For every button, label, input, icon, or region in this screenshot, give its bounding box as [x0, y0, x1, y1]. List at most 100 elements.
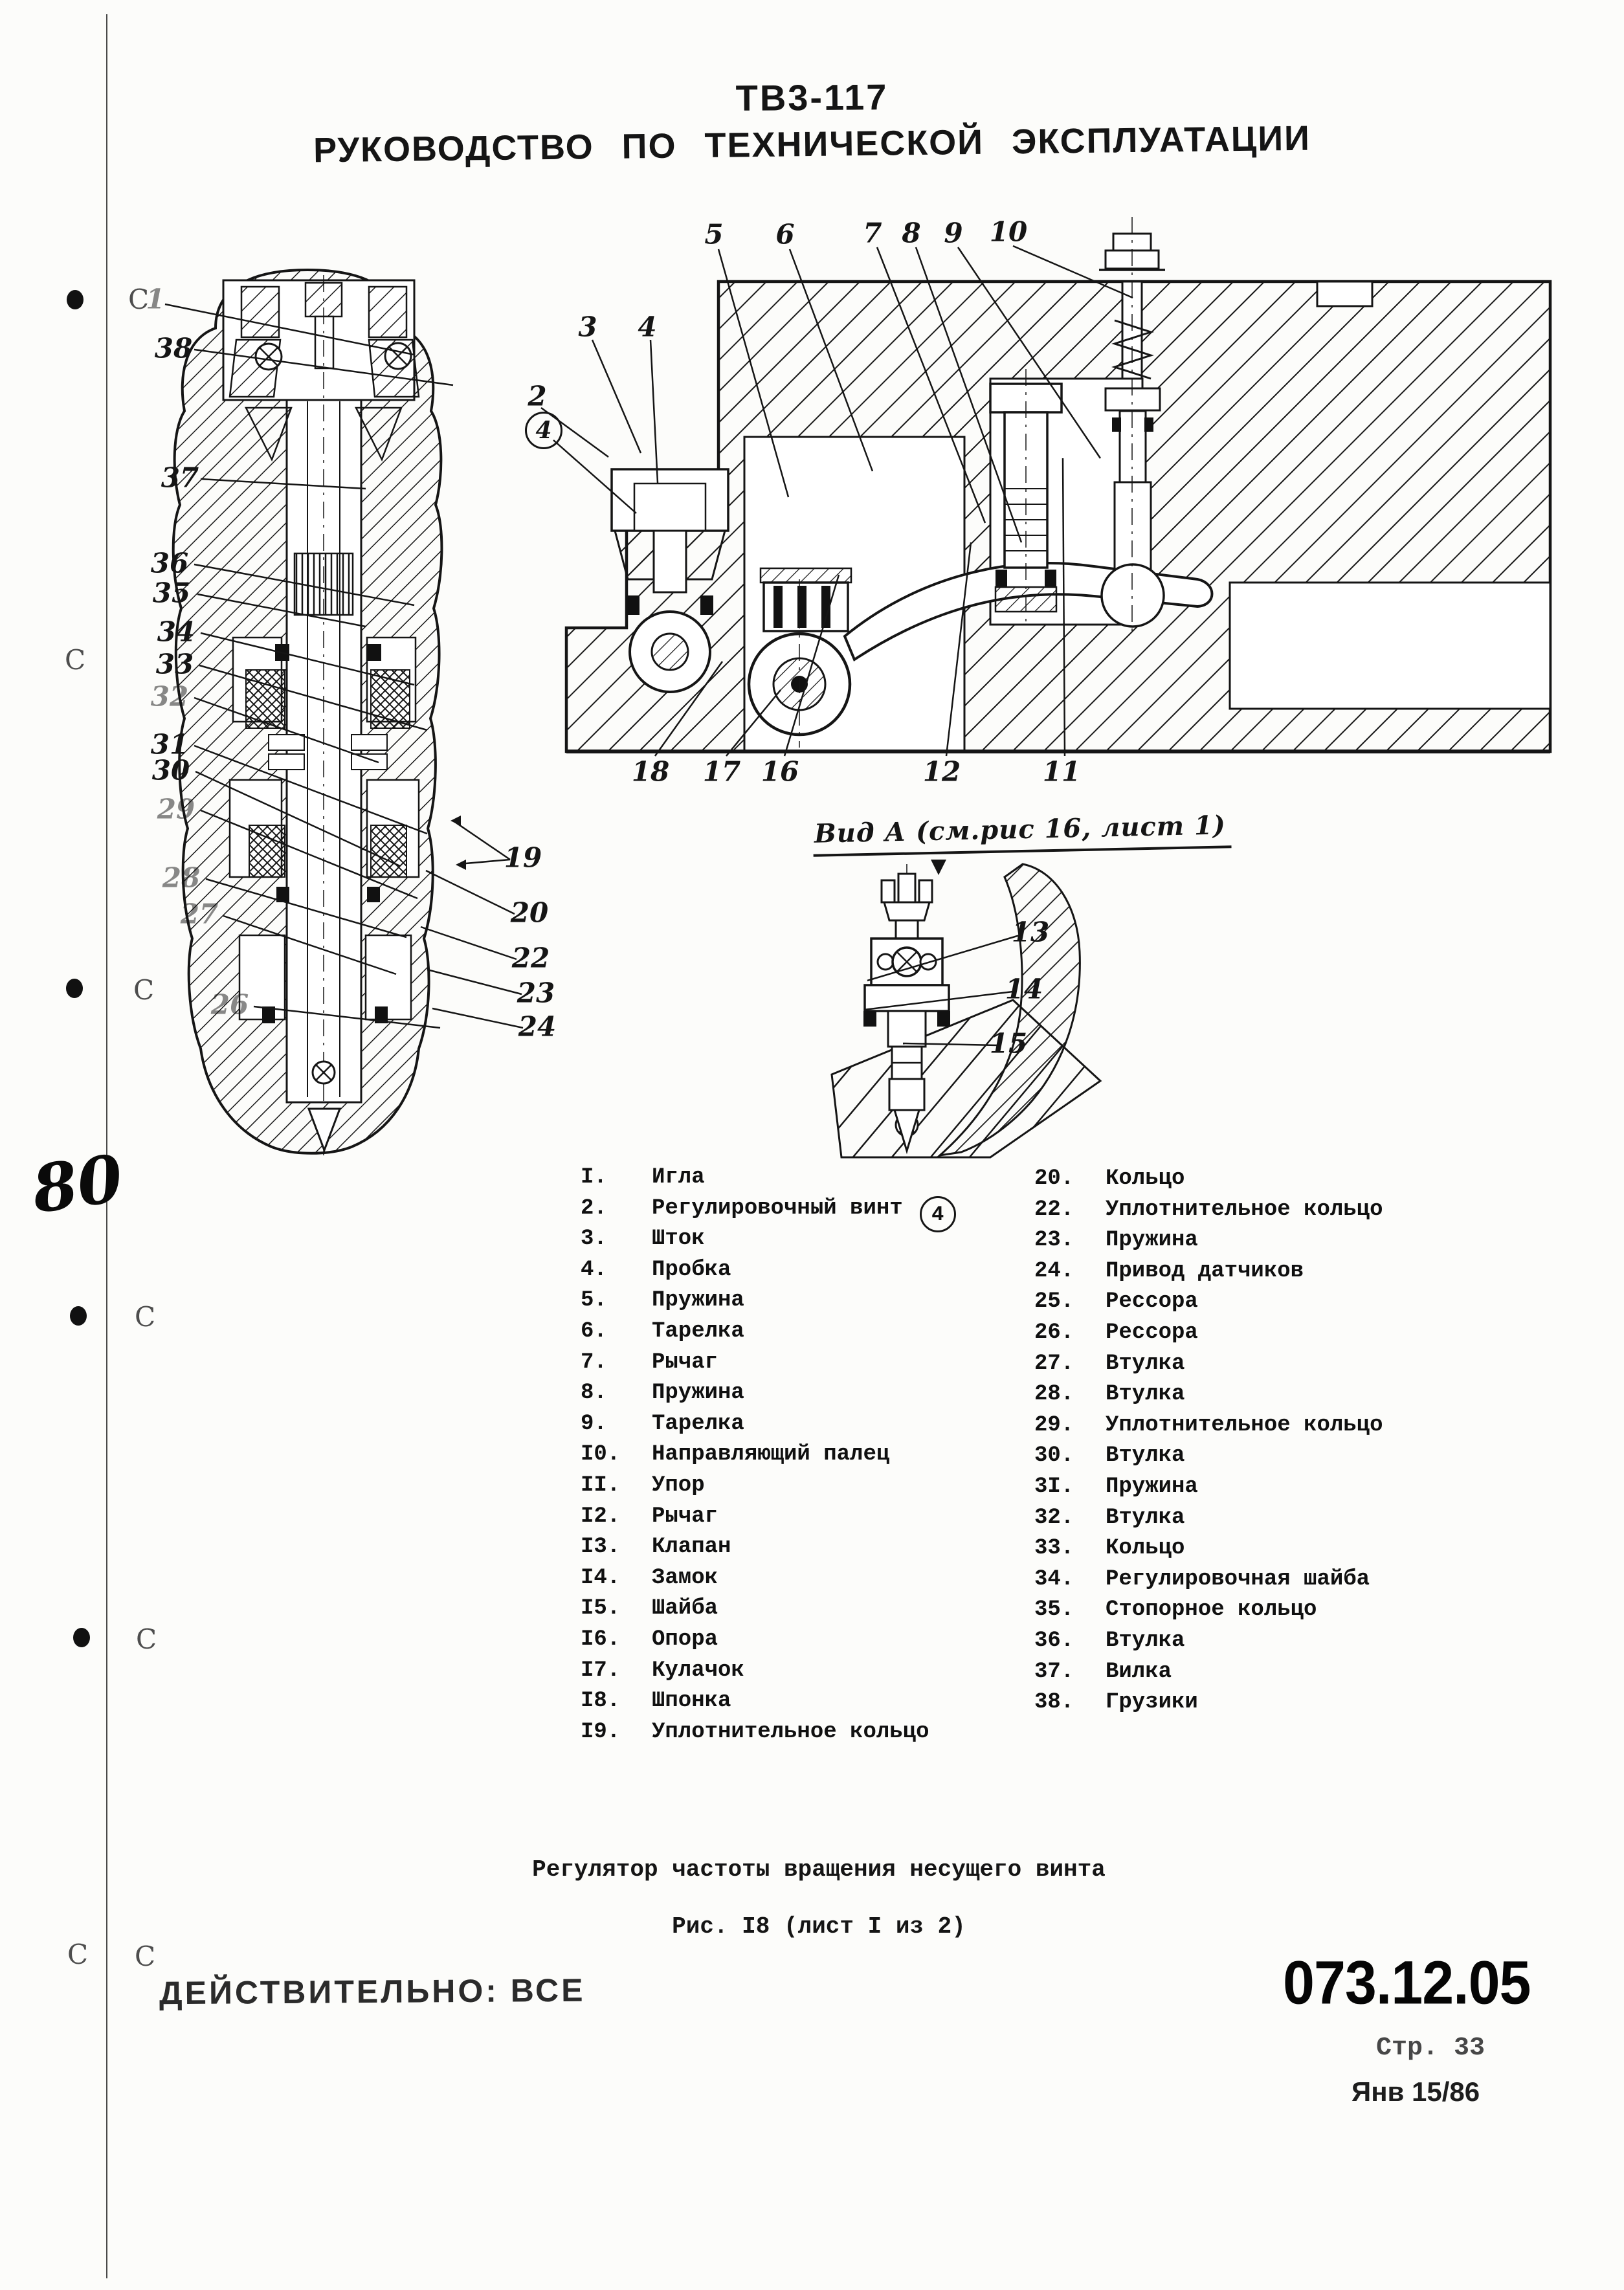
parts-list-item: I3. Клапан	[581, 1532, 956, 1563]
part-number: 25.	[1034, 1289, 1074, 1315]
part-name: Уплотнительное кольцо	[652, 1719, 929, 1744]
part-name: Втулка	[1106, 1382, 1185, 1407]
callout-4: 4	[638, 311, 657, 343]
part-number: II.	[581, 1473, 621, 1498]
view-a-label: Вид А (см.рис 16, лист 1)	[812, 810, 1232, 857]
part-number: I3.	[581, 1535, 621, 1560]
part-name: Тарелка	[652, 1411, 744, 1436]
part-name: Рычаг	[652, 1350, 718, 1375]
part-number: 5.	[581, 1288, 607, 1313]
callout-16: 16	[761, 755, 799, 788]
part-name: Пружина	[652, 1288, 744, 1313]
callout-2: 2	[528, 380, 547, 412]
parts-list-item: 7. Рычаг	[581, 1348, 956, 1379]
part-name: Привод датчиков	[1106, 1258, 1304, 1284]
part-name: Втулка	[1106, 1443, 1185, 1469]
callout-1: 1	[146, 283, 165, 315]
scan-artifact-mark: C	[135, 1301, 156, 1333]
callout-14: 14	[1005, 973, 1043, 1005]
part-name: Игла	[652, 1165, 705, 1190]
callout-11: 11	[1042, 755, 1081, 788]
part-name: Тарелка	[652, 1318, 744, 1344]
callout-19: 19	[504, 841, 542, 874]
part-name: Рессора	[1106, 1320, 1198, 1345]
part-name: Направляющий палец	[652, 1442, 890, 1467]
parts-list-item: 8. Пружина	[581, 1378, 956, 1409]
part-number: 36.	[1034, 1628, 1074, 1653]
parts-list-item: 6.Тарелка	[581, 1317, 956, 1348]
part-number: 24.	[1034, 1258, 1074, 1284]
callout-36: 36	[150, 547, 189, 579]
parts-list-item: 33.Кольцо	[1034, 1533, 1383, 1564]
callout-9: 9	[944, 217, 963, 249]
punch-hole-mark	[73, 1628, 90, 1647]
part-number: I5.	[581, 1596, 621, 1621]
parts-list-item: I0.Направляющий палец	[581, 1440, 956, 1471]
figure-caption-title: Регулятор частоты вращения несущего винт…	[532, 1856, 1106, 1883]
part-number: 34.	[1034, 1566, 1074, 1592]
part-number: I.	[581, 1165, 607, 1190]
callout-8: 8	[902, 217, 921, 249]
part-name: Стопорное кольцо	[1106, 1597, 1317, 1623]
callout-26: 26	[210, 988, 249, 1021]
callout-28: 28	[162, 862, 201, 894]
part-number: 7.	[581, 1350, 607, 1375]
callout-23: 23	[517, 977, 555, 1009]
callout-13: 13	[1011, 916, 1050, 948]
scan-artifact-mark: C	[133, 974, 155, 1006]
part-name: Замок	[652, 1565, 718, 1590]
figure-number-caption: Рис. I8 (лист I из 2)	[672, 1913, 966, 1940]
part-name: Кольцо	[1106, 1166, 1185, 1191]
page-title: РУКОВОДСТВО ПО ТЕХНИЧЕСКОЙ ЭКСПЛУАТАЦИИ	[313, 118, 1311, 170]
parts-list-item: 20. Кольцо	[1034, 1164, 1383, 1195]
callout-5: 5	[704, 218, 724, 250]
part-number: 2.	[581, 1195, 607, 1221]
part-number: 4.	[581, 1257, 607, 1282]
part-name: Регулировочная шайба	[1106, 1566, 1370, 1592]
parts-list-item: II.Упор	[581, 1471, 956, 1502]
part-name: Грузики	[1106, 1690, 1198, 1715]
parts-list-item: I7.Кулачок	[581, 1656, 956, 1687]
part-number: 8.	[581, 1381, 607, 1406]
part-number: 26.	[1034, 1320, 1074, 1345]
parts-list-item: 4.Пробка	[581, 1255, 956, 1286]
part-name: Уплотнительное кольцо	[1106, 1197, 1383, 1222]
doc-code: ТВ3-117	[735, 76, 889, 118]
callout-17: 17	[702, 755, 741, 788]
parts-list-item: 3.Шток	[581, 1224, 956, 1255]
part-number: 20.	[1034, 1166, 1074, 1191]
part-name: Пружина	[652, 1381, 744, 1406]
scan-artifact-mark: C	[135, 1940, 156, 1972]
part-name: Рессора	[1106, 1289, 1198, 1315]
callout-38: 38	[154, 332, 193, 364]
part-name: Пружина	[1106, 1228, 1198, 1253]
revision-date: Янв 15/86	[1351, 2076, 1480, 2107]
parts-list-item: 24. Привод датчиков	[1034, 1256, 1383, 1287]
view-a-detail-drawing	[830, 863, 1102, 1159]
callout-12: 12	[922, 755, 961, 788]
parts-list-item: 26. Рессора	[1034, 1318, 1383, 1349]
validity-note: ДЕЙСТВИТЕЛЬНО: ВСЕ	[159, 1972, 586, 2012]
parts-list-item: 35.Стопорное кольцо	[1034, 1595, 1383, 1626]
parts-list-item: I6.Опора	[581, 1625, 956, 1656]
scan-artifact-mark: C	[65, 644, 86, 676]
part-number: 38.	[1034, 1690, 1074, 1715]
page-reference: Стр. 33	[1376, 2034, 1485, 2063]
part-name: Пружина	[1106, 1474, 1198, 1499]
callout-29: 29	[157, 793, 195, 825]
part-number: 37.	[1034, 1659, 1074, 1684]
governor-horizontal-section-drawing	[564, 217, 1552, 753]
part-number: 9.	[581, 1411, 607, 1436]
part-name: Клапан	[652, 1535, 731, 1560]
parts-list-item: I2.Рычаг	[581, 1502, 956, 1533]
part-name: Кольцо	[1106, 1536, 1185, 1561]
callout-27: 27	[180, 898, 219, 930]
parts-list-item: I. Игла	[581, 1162, 956, 1194]
parts-list-item: 3I.Пружина	[1034, 1472, 1383, 1503]
callout-24: 24	[518, 1010, 557, 1043]
part-name: Рычаг	[652, 1504, 718, 1529]
parts-list-item: 32.Втулка	[1034, 1503, 1383, 1534]
